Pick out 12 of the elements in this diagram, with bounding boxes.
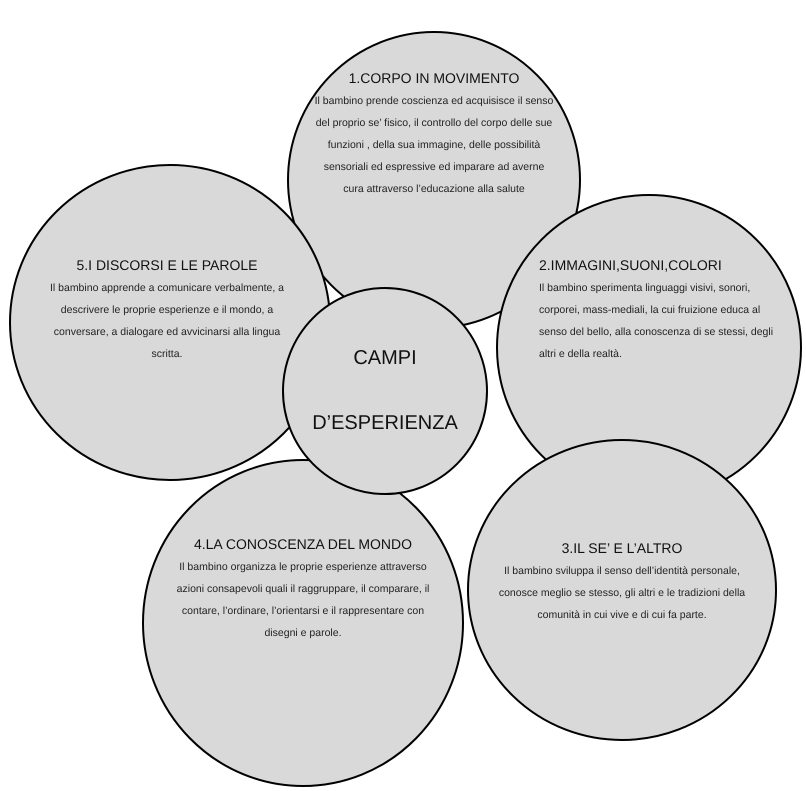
field-title: 4.LA CONOSCENZA DEL MONDO bbox=[194, 536, 412, 552]
field-title: 3.IL SE’ E L’ALTRO bbox=[562, 540, 682, 556]
field-description: Il bambino prende coscienza ed acquisisce il senso del proprio se’ fisico, il controllo del corpo delle sue funzioni , della sua immagine, delle possibilità sensoriali ed espressive ed imparare ad averne cura attraverso l’educazione alla salute bbox=[314, 94, 554, 197]
field-description: Il bambino sperimenta linguaggi visivi, sonori, corporei, mass-mediali, la cui fruizione educa al senso del bello, alla conoscenza di se stessi, degli altri e della realtà. bbox=[539, 281, 774, 362]
field-description: Il bambino apprende a comunicare verbalmente, a descrivere le proprie esperienze e il mondo, a conversare, a dialogare ed avvicinarsi alla lingua scritta. bbox=[48, 281, 286, 362]
field-description: Il bambino sviluppa il senso dell’identità personale, conosce meglio se stesso, gli altri e le tradizioni della comunità in cui vive e di cui fa parte. bbox=[498, 564, 746, 623]
field-description: Il bambino organizza le proprie esperienze attraverso azioni consapevoli quali il raggruppare, il comparare, il contare, l’ordinare, l’orientarsi e il rappresentare con disegni e parole. bbox=[176, 560, 430, 641]
center-title: CAMPI bbox=[353, 347, 417, 370]
center-title: D’ESPERIENZA bbox=[312, 412, 458, 435]
field-title: 1.CORPO IN MOVIMENTO bbox=[348, 70, 520, 86]
field-title: 5.I DISCORSI E LE PAROLE bbox=[76, 257, 258, 273]
field-title: 2.IMMAGINI,SUONI,COLORI bbox=[539, 257, 722, 273]
